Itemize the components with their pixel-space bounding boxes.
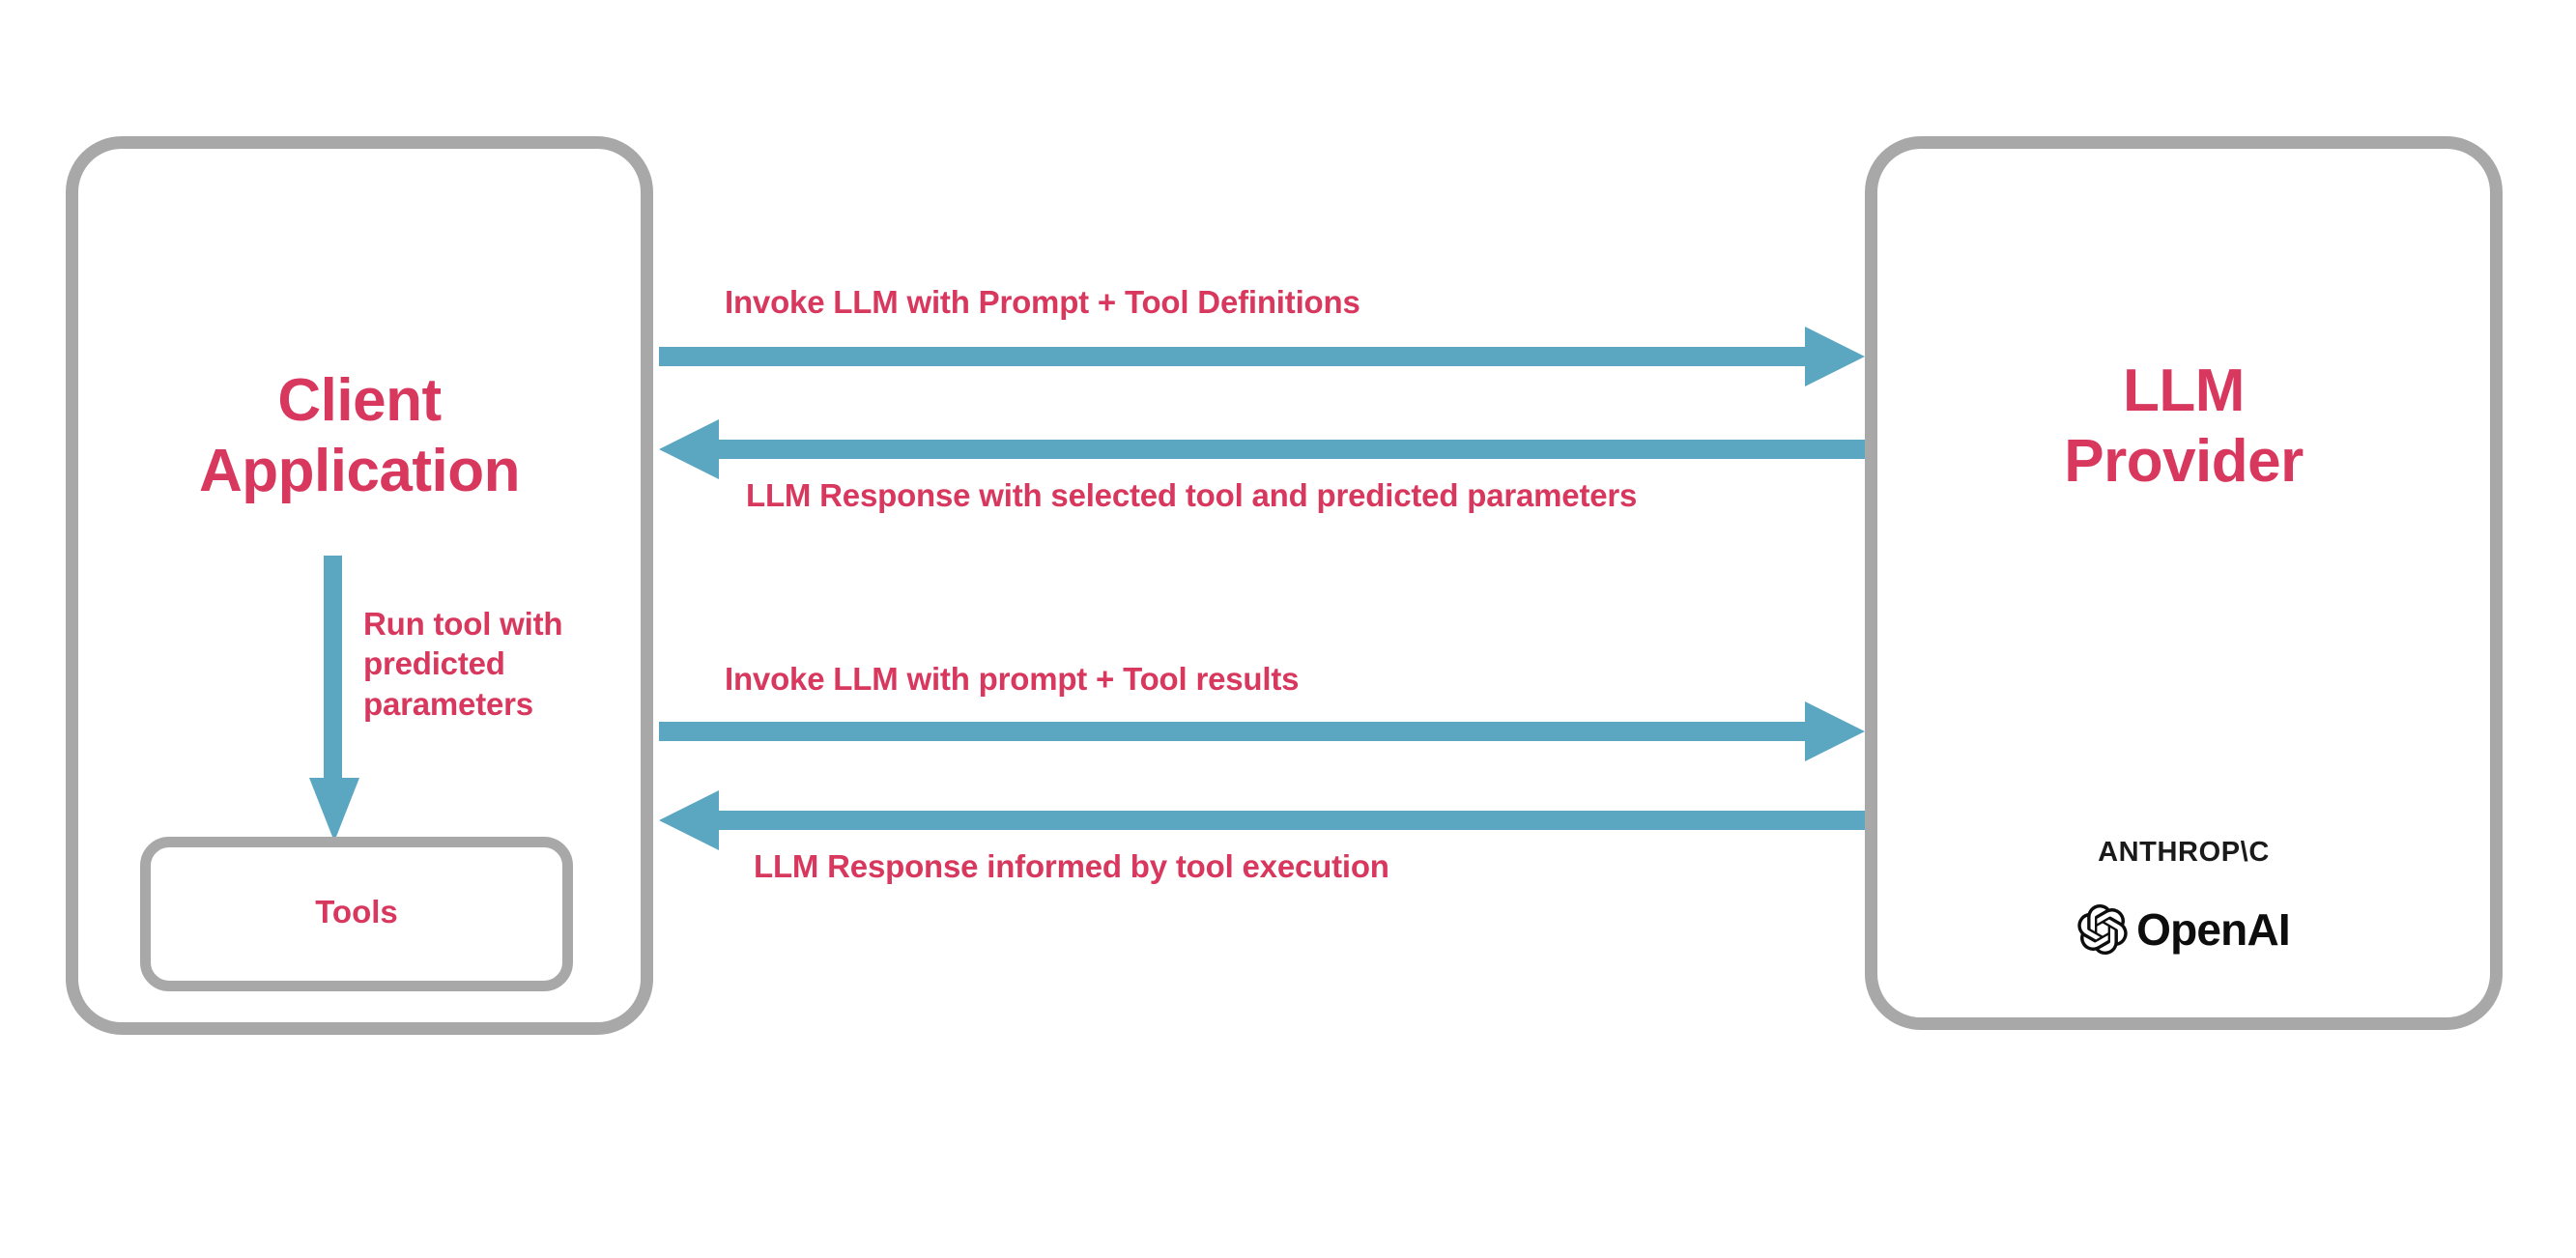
- client-title-line-1: Client: [277, 367, 442, 434]
- tools-label: Tools: [315, 894, 398, 929]
- openai-logo-icon: [2077, 904, 2128, 955]
- tools-box[interactable]: [140, 837, 573, 991]
- flow-arrow-llm-response-selected-tool: [659, 419, 1865, 479]
- anthropic-wordmark-icon: ANTHROP\C: [2098, 837, 2270, 868]
- flow-arrow-invoke-with-tool-definitions: [659, 327, 1865, 386]
- flow-label-invoke-with-tool-definitions: Invoke LLM with Prompt + Tool Definition…: [725, 284, 1360, 320]
- run-tool-label-line-1: Run tool with: [363, 606, 563, 642]
- openai-logo-row: OpenAI: [1865, 904, 2503, 955]
- client-title-line-2: Application: [198, 438, 521, 505]
- flow-arrow-invoke-with-tool-results: [659, 701, 1865, 761]
- run-tool-label-line-3: parameters: [363, 685, 533, 722]
- flow-label-llm-response-informed: LLM Response informed by tool execution: [754, 848, 1389, 884]
- llm-provider-box[interactable]: [1865, 136, 2503, 1030]
- run-tool-arrow: [309, 556, 359, 842]
- provider-title-line-1: LLM: [2123, 357, 2245, 424]
- provider-title-line-2: Provider: [2064, 428, 2304, 496]
- run-tool-label: Run tool with predicted parameters: [363, 604, 563, 724]
- openai-wordmark: OpenAI: [2136, 904, 2291, 955]
- flow-arrow-llm-response-informed: [659, 790, 1865, 850]
- flow-label-llm-response-selected-tool: LLM Response with selected tool and pred…: [746, 477, 1638, 513]
- run-tool-label-line-2: predicted: [363, 645, 505, 682]
- client-application-title: Client Application: [66, 365, 653, 506]
- flow-label-invoke-with-tool-results: Invoke LLM with prompt + Tool results: [725, 661, 1300, 697]
- llm-provider-title: LLM Provider: [1865, 356, 2503, 497]
